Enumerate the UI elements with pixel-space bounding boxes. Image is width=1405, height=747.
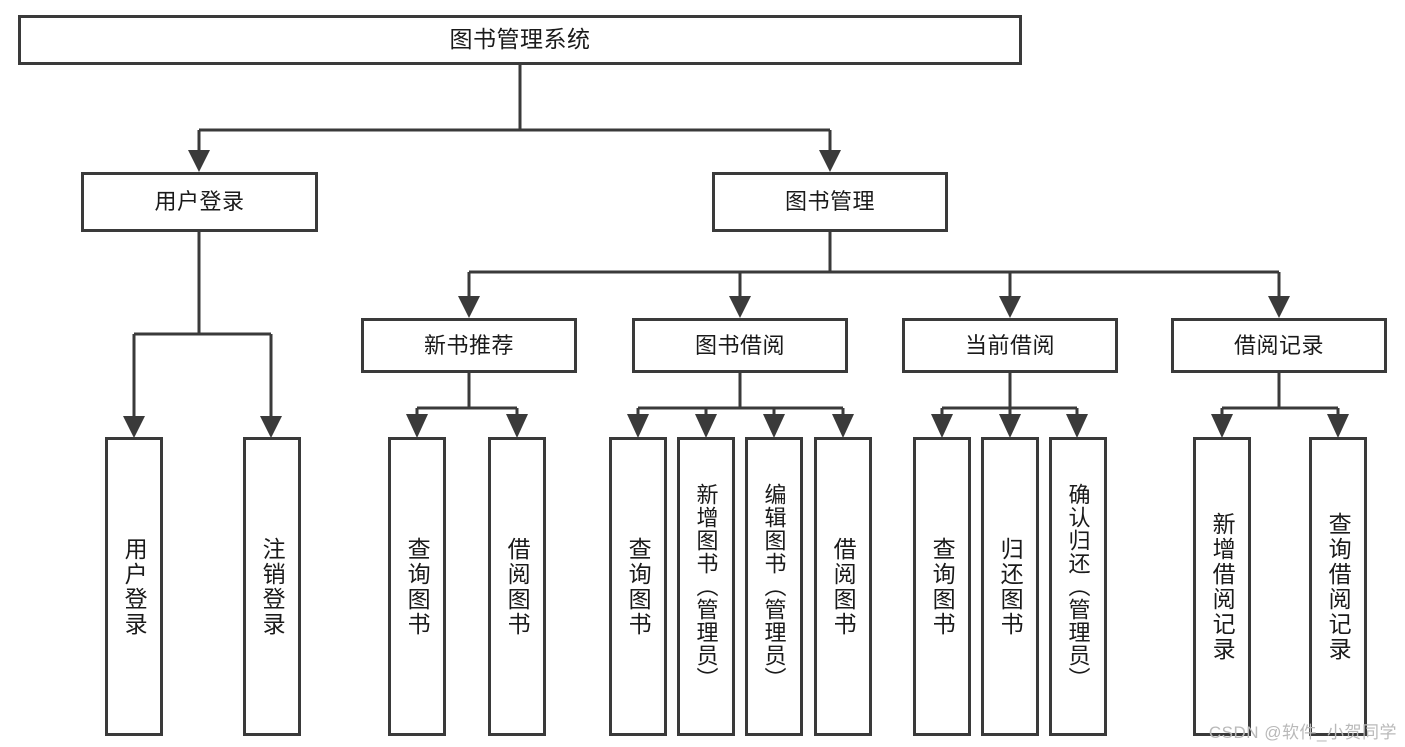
node-root-system[interactable]: 图书管理系统 <box>18 15 1022 65</box>
node-label: 归还图书 <box>997 536 1024 637</box>
node-label: 借阅记录 <box>1233 332 1324 358</box>
node-label: 图书管理系统 <box>449 26 591 53</box>
leaf-query-book-borrow[interactable]: 查询图书 <box>609 437 667 736</box>
watermark-text: CSDN @软件_小贺同学 <box>1208 723 1397 742</box>
node-label: 查询图书 <box>625 536 652 637</box>
node-label: 借阅图书 <box>504 536 531 637</box>
leaf-query-book-recommend[interactable]: 查询图书 <box>388 437 446 736</box>
leaf-confirm-return-admin[interactable]: 确认归还（管理员） <box>1049 437 1107 736</box>
leaf-edit-book-admin[interactable]: 编辑图书（管理员） <box>745 437 803 736</box>
leaf-add-book-admin[interactable]: 新增图书（管理员） <box>677 437 735 736</box>
node-label: 注销登录 <box>259 536 286 637</box>
node-label: 用户登录 <box>121 536 148 637</box>
node-book-management[interactable]: 图书管理 <box>712 172 948 232</box>
node-label: 查询借阅记录 <box>1325 511 1352 662</box>
node-book-borrow[interactable]: 图书借阅 <box>632 318 848 373</box>
node-label: 新增图书（管理员） <box>693 483 719 690</box>
leaf-query-borrow-record[interactable]: 查询借阅记录 <box>1309 437 1367 736</box>
leaf-query-book-current[interactable]: 查询图书 <box>913 437 971 736</box>
leaf-borrow-book-recommend[interactable]: 借阅图书 <box>488 437 546 736</box>
leaf-user-login[interactable]: 用户登录 <box>105 437 163 736</box>
node-label: 新增借阅记录 <box>1209 511 1236 662</box>
leaf-borrow-book[interactable]: 借阅图书 <box>814 437 872 736</box>
node-label: 编辑图书（管理员） <box>761 483 787 690</box>
node-new-book-recommend[interactable]: 新书推荐 <box>361 318 577 373</box>
node-label: 图书借阅 <box>694 332 785 358</box>
node-user-login[interactable]: 用户登录 <box>81 172 318 232</box>
leaf-add-borrow-record[interactable]: 新增借阅记录 <box>1193 437 1251 736</box>
node-borrow-record[interactable]: 借阅记录 <box>1171 318 1387 373</box>
leaf-logout[interactable]: 注销登录 <box>243 437 301 736</box>
node-label: 图书管理 <box>784 189 875 215</box>
node-label: 用户登录 <box>154 189 245 215</box>
node-current-borrow[interactable]: 当前借阅 <box>902 318 1118 373</box>
node-label: 查询图书 <box>929 536 956 637</box>
leaf-return-book[interactable]: 归还图书 <box>981 437 1039 736</box>
node-label: 新书推荐 <box>423 332 514 358</box>
node-label: 确认归还（管理员） <box>1065 483 1091 690</box>
node-label: 查询图书 <box>404 536 431 637</box>
node-label: 当前借阅 <box>964 332 1055 358</box>
node-label: 借阅图书 <box>830 536 857 637</box>
